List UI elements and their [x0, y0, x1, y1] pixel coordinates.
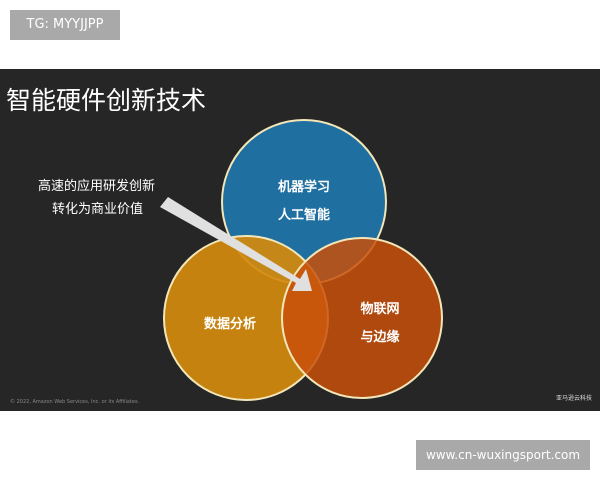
circle-iot-edge — [281, 237, 443, 399]
circle-label-iot: 物联网 — [360, 301, 399, 317]
circle-label-ai: 人工智能 — [278, 207, 330, 223]
arrow-icon — [160, 197, 312, 291]
circle-label-ml: 机器学习 — [278, 179, 330, 195]
venn-diagram: 高速的应用研发创新 转化为商业价值 机器学习 人工智能 数据分析 物联网 与边缘 — [38, 119, 443, 401]
circle-label-edge: 与边缘 — [360, 329, 399, 345]
callout-line-2: 转化为商业价值 — [52, 201, 143, 217]
watermark-site: www.cn-wuxingsport.com — [416, 440, 590, 470]
watermark-tag: TG: MYYJJPP — [10, 10, 120, 40]
slide: 智能硬件创新技术 高速的应用研发创新 转化为商业价值 机器学习 人工智能 数据分… — [0, 69, 600, 411]
callout-line-1: 高速的应用研发创新 — [38, 178, 155, 194]
slide-title: 智能硬件创新技术 — [6, 86, 207, 115]
circle-label-data: 数据分析 — [204, 316, 256, 332]
brand-logo: 亚马逊云科技 — [556, 395, 593, 402]
copyright: © 2022, Amazon Web Services, Inc. or its… — [10, 399, 140, 405]
